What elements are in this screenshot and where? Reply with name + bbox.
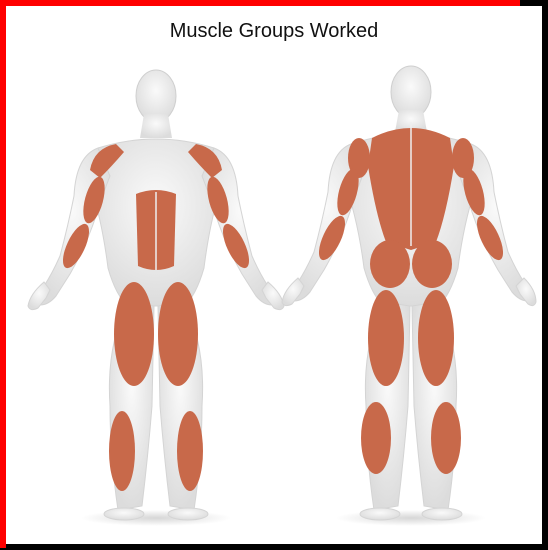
back-left-foot bbox=[360, 508, 400, 520]
front-left-hand bbox=[28, 282, 50, 310]
back-right-glute-muscle bbox=[412, 240, 452, 288]
front-right-foot bbox=[168, 508, 208, 520]
content-panel: Muscle Groups Worked bbox=[6, 6, 542, 544]
front-body-figure bbox=[6, 6, 542, 544]
back-left-calf-muscle bbox=[361, 402, 391, 474]
front-body bbox=[28, 70, 284, 520]
front-left-tibialis-muscle bbox=[109, 411, 135, 491]
front-ground-shadow bbox=[81, 510, 231, 526]
front-right-tibialis-muscle bbox=[177, 411, 203, 491]
front-neck bbox=[140, 114, 172, 138]
back-left-glute-muscle bbox=[370, 240, 410, 288]
back-left-hamstring-muscle bbox=[368, 290, 404, 386]
front-right-quad-muscle bbox=[158, 282, 198, 386]
front-left-quad-muscle bbox=[114, 282, 154, 386]
back-ground-shadow bbox=[336, 510, 486, 526]
front-left-foot bbox=[104, 508, 144, 520]
back-right-hamstring-muscle bbox=[418, 290, 454, 386]
front-right-hand bbox=[262, 282, 284, 310]
back-right-calf-muscle bbox=[431, 402, 461, 474]
back-right-foot bbox=[422, 508, 462, 520]
back-left-hand bbox=[282, 278, 304, 306]
